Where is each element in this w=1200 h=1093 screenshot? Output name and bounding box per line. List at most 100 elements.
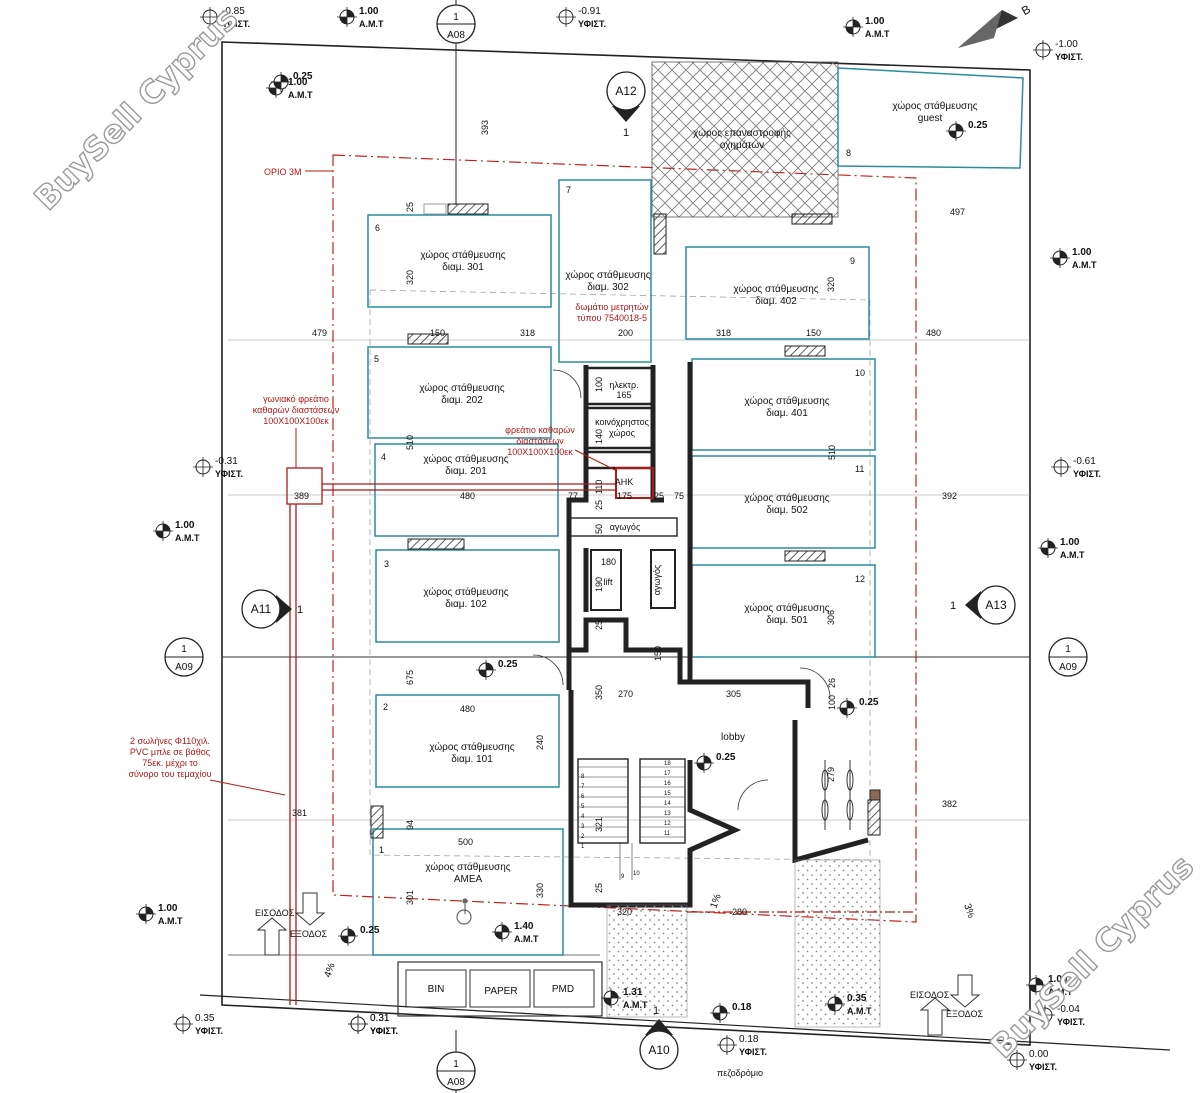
space-apartment-1: ΑΜΕΑ	[454, 874, 483, 885]
space-name-5: χώρος στάθμευσης	[419, 382, 504, 394]
space-number-3: 3	[384, 559, 389, 569]
level-value: -0.31	[215, 456, 238, 467]
stair-numbers: 1 2 3 4 5 6 7 8 9 10 11 12 13 14 15 16 1…	[581, 761, 671, 880]
level-value: 0.35	[847, 993, 867, 1004]
svg-text:301: 301	[405, 890, 415, 905]
exit-label-1: ΕΞΟΔΟΣ	[290, 929, 327, 939]
space-apartment-9: διαμ. 402	[755, 296, 797, 307]
slope-label-1: 4%	[322, 962, 337, 979]
svg-text:25: 25	[405, 202, 415, 212]
level-label: ΥΦΙΣΤ.	[222, 19, 250, 29]
level-value: -0.85	[222, 6, 245, 17]
svg-text:675: 675	[405, 670, 415, 685]
manhole-note-2: διαστάσεων	[516, 436, 564, 446]
space-number-11: 11	[855, 464, 864, 474]
svg-text:25: 25	[654, 491, 664, 501]
elevation-marker-a10: A10 1	[639, 1005, 679, 1070]
svg-text:5: 5	[581, 804, 585, 810]
level-label: ΥΦΙΣΤ.	[1057, 1017, 1085, 1027]
elevation-marker-a11: A11 1	[241, 589, 303, 629]
svg-text:140: 140	[594, 429, 604, 444]
svg-text:1: 1	[453, 12, 459, 23]
level-marker: 1.00Α.Μ.Τ	[1050, 247, 1097, 270]
svg-text:382: 382	[942, 799, 957, 809]
level-label: Α.Μ.Τ	[1060, 550, 1085, 560]
svg-text:305: 305	[726, 689, 741, 699]
level-label: ΥΦΙΣΤ.	[739, 1047, 767, 1057]
svg-text:94: 94	[405, 820, 415, 830]
svg-text:100: 100	[594, 377, 604, 392]
svg-text:17: 17	[664, 771, 671, 777]
level-value: 0.25	[360, 925, 380, 936]
turning-area	[651, 61, 839, 218]
level-value: 0.25	[498, 659, 518, 670]
space-apartment-5: διαμ. 202	[441, 395, 483, 406]
space-apartment-2: διαμ. 101	[451, 754, 493, 765]
svg-text:180: 180	[601, 557, 616, 567]
level-value: -0.04	[1057, 1004, 1080, 1015]
level-value: 1.40	[514, 921, 534, 932]
level-marker: 0.25	[837, 697, 879, 718]
space-name-6: χώρος στάθμευσης	[420, 249, 505, 261]
svg-text:1: 1	[453, 1059, 459, 1070]
svg-text:1: 1	[581, 844, 585, 850]
parking-space-5	[367, 346, 552, 439]
stairs	[578, 766, 685, 880]
level-marker: 0.25	[694, 752, 736, 773]
svg-text:479: 479	[312, 328, 327, 338]
space-name-10: χώρος στάθμευσης	[744, 395, 829, 407]
space-name-2: χώρος στάθμευσης	[429, 741, 514, 753]
room-labels: δωμάτιο μετρητών τύπου 7540018-5 ηλεκτρ.…	[575, 302, 763, 1078]
svg-text:321: 321	[594, 817, 604, 832]
level-value: 1.00	[359, 6, 379, 17]
space-apartment-8: guest	[918, 113, 943, 124]
svg-text:1: 1	[1065, 644, 1071, 655]
space-name-11: χώρος στάθμευσης	[744, 492, 829, 504]
space-apartment-10: διαμ. 401	[766, 408, 808, 419]
space-name-3: χώρος στάθμευσης	[423, 586, 508, 598]
svg-text:480: 480	[460, 704, 475, 714]
elevation-marker-a12: A12 1	[606, 71, 646, 139]
svg-text:A12: A12	[615, 84, 637, 98]
svg-text:1: 1	[950, 600, 956, 612]
space-number-12: 12	[855, 574, 865, 584]
corner-manhole-note-2: καθαρών διαστάσεων	[253, 405, 340, 415]
svg-text:306: 306	[826, 610, 836, 625]
level-value: 0.25	[716, 752, 736, 763]
svg-text:270: 270	[618, 689, 633, 699]
svg-text:110: 110	[594, 480, 604, 494]
level-value: 1.00	[1048, 974, 1068, 985]
space-number-5: 5	[374, 354, 379, 364]
wheelchair-icon	[456, 898, 472, 925]
north-arrow-icon: B	[958, 2, 1033, 48]
level-label: ΥΦΙΣΤ.	[370, 1026, 398, 1036]
meter-room-label-1: δωμάτιο μετρητών	[575, 302, 649, 312]
level-marker: 1.00Α.Μ.Τ	[153, 520, 200, 543]
svg-text:100: 100	[827, 695, 837, 710]
level-label: ΥΦΙΣΤ.	[370, 1026, 398, 1036]
level-marker: 1.00Α.Μ.Τ	[1038, 537, 1085, 560]
svg-text:1: 1	[181, 644, 187, 655]
svg-text:320: 320	[617, 907, 632, 917]
svg-text:200: 200	[618, 328, 633, 338]
slope-label-3: 3%	[961, 902, 976, 919]
space-number-8: 8	[846, 148, 851, 158]
svg-text:318: 318	[716, 328, 731, 338]
space-number-6: 6	[375, 223, 380, 233]
level-value: 0.25	[968, 120, 988, 131]
svg-text:392: 392	[942, 491, 957, 501]
level-label: Α.Μ.Τ	[1048, 987, 1073, 997]
pipes-note-2: PVC μπλε σε βάθος	[130, 747, 211, 757]
svg-text:75: 75	[674, 491, 684, 501]
parking-space-7	[558, 179, 652, 363]
plot-boundary	[199, 41, 1171, 1051]
paper-label: PAPER	[484, 986, 517, 997]
common-area-label-1: κοινόχρηστος	[595, 417, 649, 427]
parking-space-2	[375, 694, 560, 788]
svg-text:A09: A09	[1059, 662, 1077, 673]
svg-text:18: 18	[664, 761, 671, 767]
corner-manhole-note-3: 100Χ100Χ100εκ	[263, 416, 329, 426]
level-marker: 1.00Α.Μ.Τ	[843, 16, 890, 39]
level-value: 1.00	[1072, 247, 1092, 258]
